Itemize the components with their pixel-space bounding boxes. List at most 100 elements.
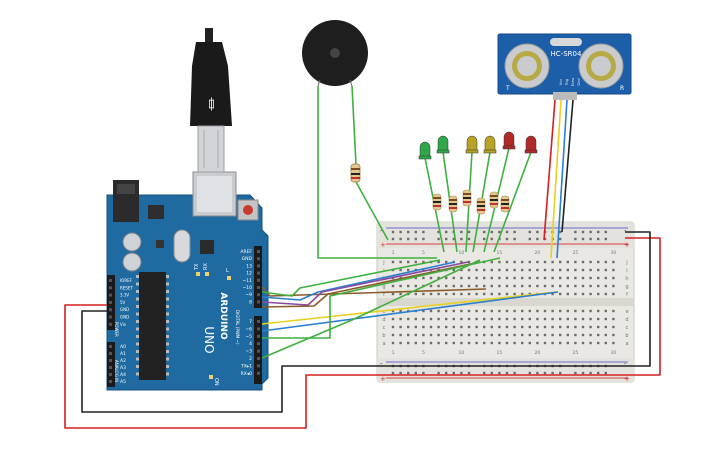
terminal-hole[interactable] [612,317,615,321]
terminal-hole[interactable] [612,341,615,345]
header-pin[interactable] [257,278,260,282]
header-pin[interactable] [257,327,260,331]
terminal-hole[interactable] [543,325,547,329]
terminal-hole[interactable] [528,325,531,329]
terminal-hole[interactable] [467,268,471,272]
header-pin[interactable] [257,300,260,304]
header-pin[interactable] [109,300,112,304]
terminal-hole[interactable] [498,284,501,288]
rail-hole[interactable] [452,237,455,241]
header-pin[interactable] [257,349,260,353]
rail-hole[interactable] [437,237,440,241]
rail-hole[interactable] [445,371,448,375]
terminal-hole[interactable] [399,309,402,313]
terminal-hole[interactable] [612,325,615,329]
rail-hole[interactable] [460,371,463,375]
terminal-hole[interactable] [543,276,547,280]
terminal-hole[interactable] [505,333,509,337]
terminal-hole[interactable] [521,284,524,288]
terminal-hole[interactable] [551,341,554,345]
terminal-hole[interactable] [498,333,501,337]
terminal-hole[interactable] [483,325,486,329]
terminal-hole[interactable] [574,317,577,321]
terminal-hole[interactable] [475,317,478,321]
terminal-hole[interactable] [528,309,531,313]
terminal-hole[interactable] [574,276,577,280]
terminal-hole[interactable] [604,341,607,345]
terminal-hole[interactable] [414,341,417,345]
terminal-hole[interactable] [437,341,440,345]
rail-hole[interactable] [536,371,539,375]
header-pin[interactable] [257,271,260,275]
rail-hole[interactable] [490,230,493,234]
terminal-hole[interactable] [483,341,486,345]
terminal-hole[interactable] [589,292,592,296]
terminal-hole[interactable] [574,268,577,272]
terminal-hole[interactable] [391,309,395,313]
header-pin[interactable] [257,364,260,368]
terminal-hole[interactable] [536,325,539,329]
terminal-hole[interactable] [581,268,585,272]
terminal-hole[interactable] [445,260,448,264]
terminal-hole[interactable] [490,309,493,313]
terminal-hole[interactable] [483,276,486,280]
terminal-hole[interactable] [399,317,402,321]
terminal-hole[interactable] [475,292,478,296]
terminal-hole[interactable] [437,292,440,296]
rail-hole[interactable] [452,371,455,375]
terminal-hole[interactable] [498,341,501,345]
terminal-hole[interactable] [597,260,600,264]
header-pin[interactable] [109,293,112,297]
rail-hole[interactable] [407,230,410,234]
terminal-hole[interactable] [559,309,562,313]
terminal-hole[interactable] [505,268,509,272]
terminal-hole[interactable] [597,325,600,329]
terminal-hole[interactable] [528,292,531,296]
terminal-hole[interactable] [604,268,607,272]
terminal-hole[interactable] [528,317,531,321]
terminal-hole[interactable] [551,309,554,313]
terminal-hole[interactable] [551,333,554,337]
terminal-hole[interactable] [505,284,509,288]
terminal-hole[interactable] [551,284,554,288]
terminal-hole[interactable] [536,333,539,337]
terminal-hole[interactable] [559,292,562,296]
terminal-hole[interactable] [399,260,402,264]
terminal-hole[interactable] [574,341,577,345]
header-pin[interactable] [257,264,260,268]
terminal-hole[interactable] [445,333,448,337]
terminal-hole[interactable] [559,317,562,321]
terminal-hole[interactable] [612,268,615,272]
terminal-hole[interactable] [521,260,524,264]
header-pin[interactable] [257,342,260,346]
terminal-hole[interactable] [505,341,509,345]
terminal-hole[interactable] [498,292,501,296]
terminal-hole[interactable] [589,260,592,264]
terminal-hole[interactable] [483,292,486,296]
terminal-hole[interactable] [490,268,493,272]
terminal-hole[interactable] [581,333,585,337]
terminal-hole[interactable] [551,292,554,296]
rail-hole[interactable] [437,371,440,375]
terminal-hole[interactable] [543,284,547,288]
terminal-hole[interactable] [551,276,554,280]
rail-hole[interactable] [589,237,592,241]
terminal-hole[interactable] [597,333,600,337]
terminal-hole[interactable] [589,325,592,329]
rail-hole[interactable] [574,371,577,375]
terminal-hole[interactable] [452,309,455,313]
terminal-hole[interactable] [574,292,577,296]
terminal-hole[interactable] [521,341,524,345]
terminal-hole[interactable] [445,317,448,321]
rail-hole[interactable] [460,230,463,234]
terminal-hole[interactable] [559,260,562,264]
terminal-hole[interactable] [528,276,531,280]
rail-hole[interactable] [437,230,440,234]
terminal-hole[interactable] [597,317,600,321]
rail-hole[interactable] [490,371,493,375]
terminal-hole[interactable] [521,292,524,296]
rail-hole[interactable] [498,371,501,375]
rail-hole[interactable] [574,237,577,241]
terminal-hole[interactable] [399,292,402,296]
terminal-hole[interactable] [566,325,569,329]
